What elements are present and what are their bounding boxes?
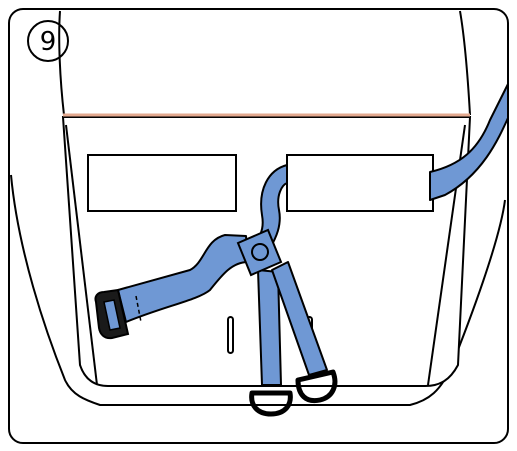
d-ring-right-shape [295,369,338,404]
step-number-circle [27,20,69,62]
panel-left-fold [65,124,98,386]
diagram-frame [8,8,509,444]
seat-shell-top-left [58,10,65,116]
side-buckle [94,288,130,340]
slider-plate [236,228,283,277]
d-ring-right [295,369,338,404]
lower-strap-left [257,269,282,386]
shoulder-strap-upper [429,83,509,201]
side-strap [117,234,249,323]
step-badge: 9 [27,20,69,62]
slider-hole [251,243,269,261]
panel-slot-left [227,316,234,354]
center-slider [236,228,283,277]
strap-pocket-left [87,154,237,212]
lower-strap-right [271,261,328,376]
seat-shell-top-right [459,10,471,116]
seat-shell-outer [10,174,506,406]
d-ring-left [249,390,293,417]
side-strap-stitch [135,295,142,323]
d-ring-left-shape [249,390,293,417]
step-number: 9 [40,27,57,57]
strap-pocket-right [286,154,434,212]
buckle-slot [103,299,121,331]
